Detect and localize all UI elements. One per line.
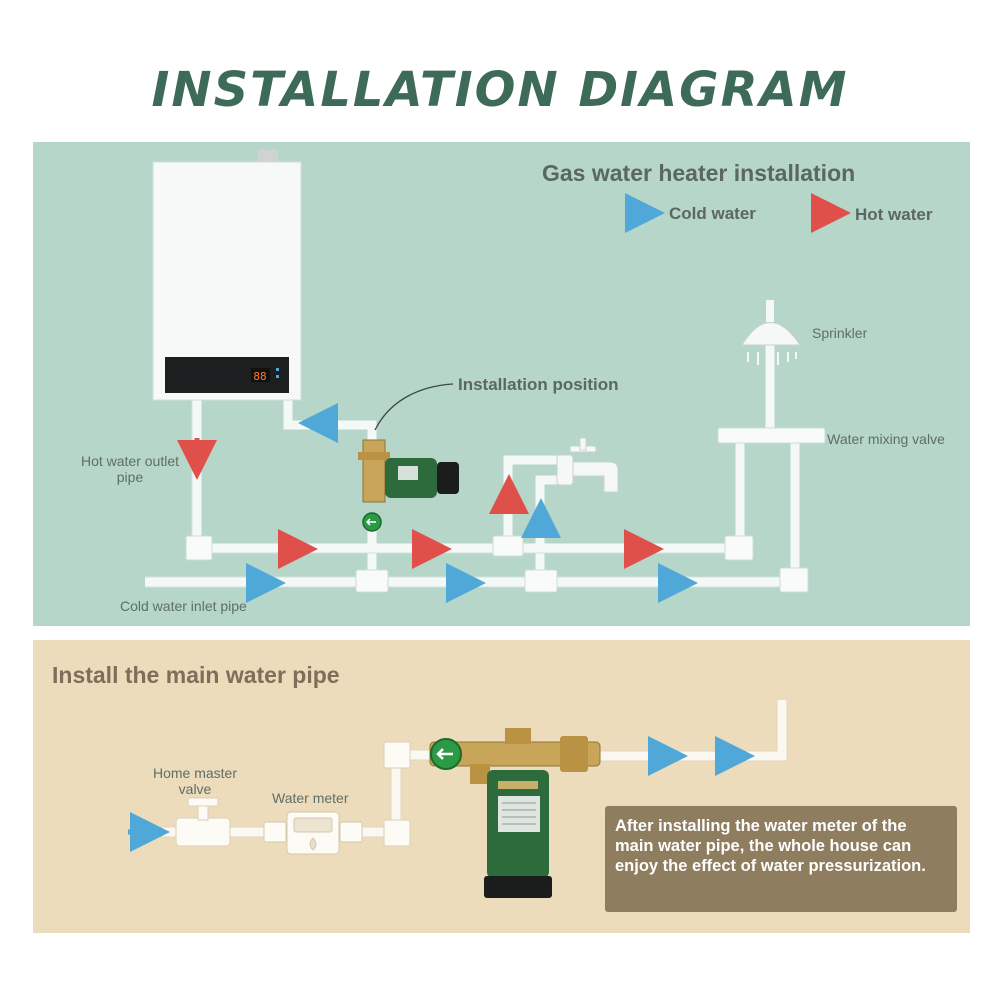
hot-outlet-label: Hot water outlet pipe [80,453,180,485]
sprinkler-icon [741,300,801,365]
pipe-fittings-bottom [383,741,411,847]
pump-icon [358,439,459,532]
elbow-fitting [779,567,809,593]
section-title-main: Install the main water pipe [52,662,340,688]
water-meter-icon [263,811,363,855]
tee-fitting [355,569,389,593]
cold-inlet-label: Cold water inlet pipe [120,598,247,614]
valve-icon [175,797,231,847]
legend-cold-label: Cold water [669,204,756,223]
arrows-bottom [128,736,755,852]
pipe-outlines-top [145,400,800,588]
sprinkler-label: Sprinkler [812,325,868,341]
elbow-fitting [724,535,754,561]
heater-display: 88 [253,370,266,383]
heater-icon: 88 [152,150,302,401]
home-valve-label: Home master valve [152,765,238,797]
legend-hot-label: Hot water [855,205,933,224]
mixing-valve-bar [717,427,826,444]
arrows-top [177,193,851,603]
leader-line [374,383,454,431]
tee-fitting [492,535,524,557]
callout-text: After installing the water meter of the … [605,806,957,912]
mixing-valve-label: Water mixing valve [827,431,945,447]
section-title-gas: Gas water heater installation [542,160,856,186]
pipe-fittings-top [185,427,826,593]
tee-fitting [524,569,558,593]
pump-icon-large [429,728,601,898]
elbow-fitting [185,535,213,561]
water-meter-label: Water meter [272,790,349,806]
installation-position-label: Installation position [458,375,619,394]
faucet-icon [556,437,619,493]
main-title: INSTALLATION DIAGRAM [151,62,849,118]
